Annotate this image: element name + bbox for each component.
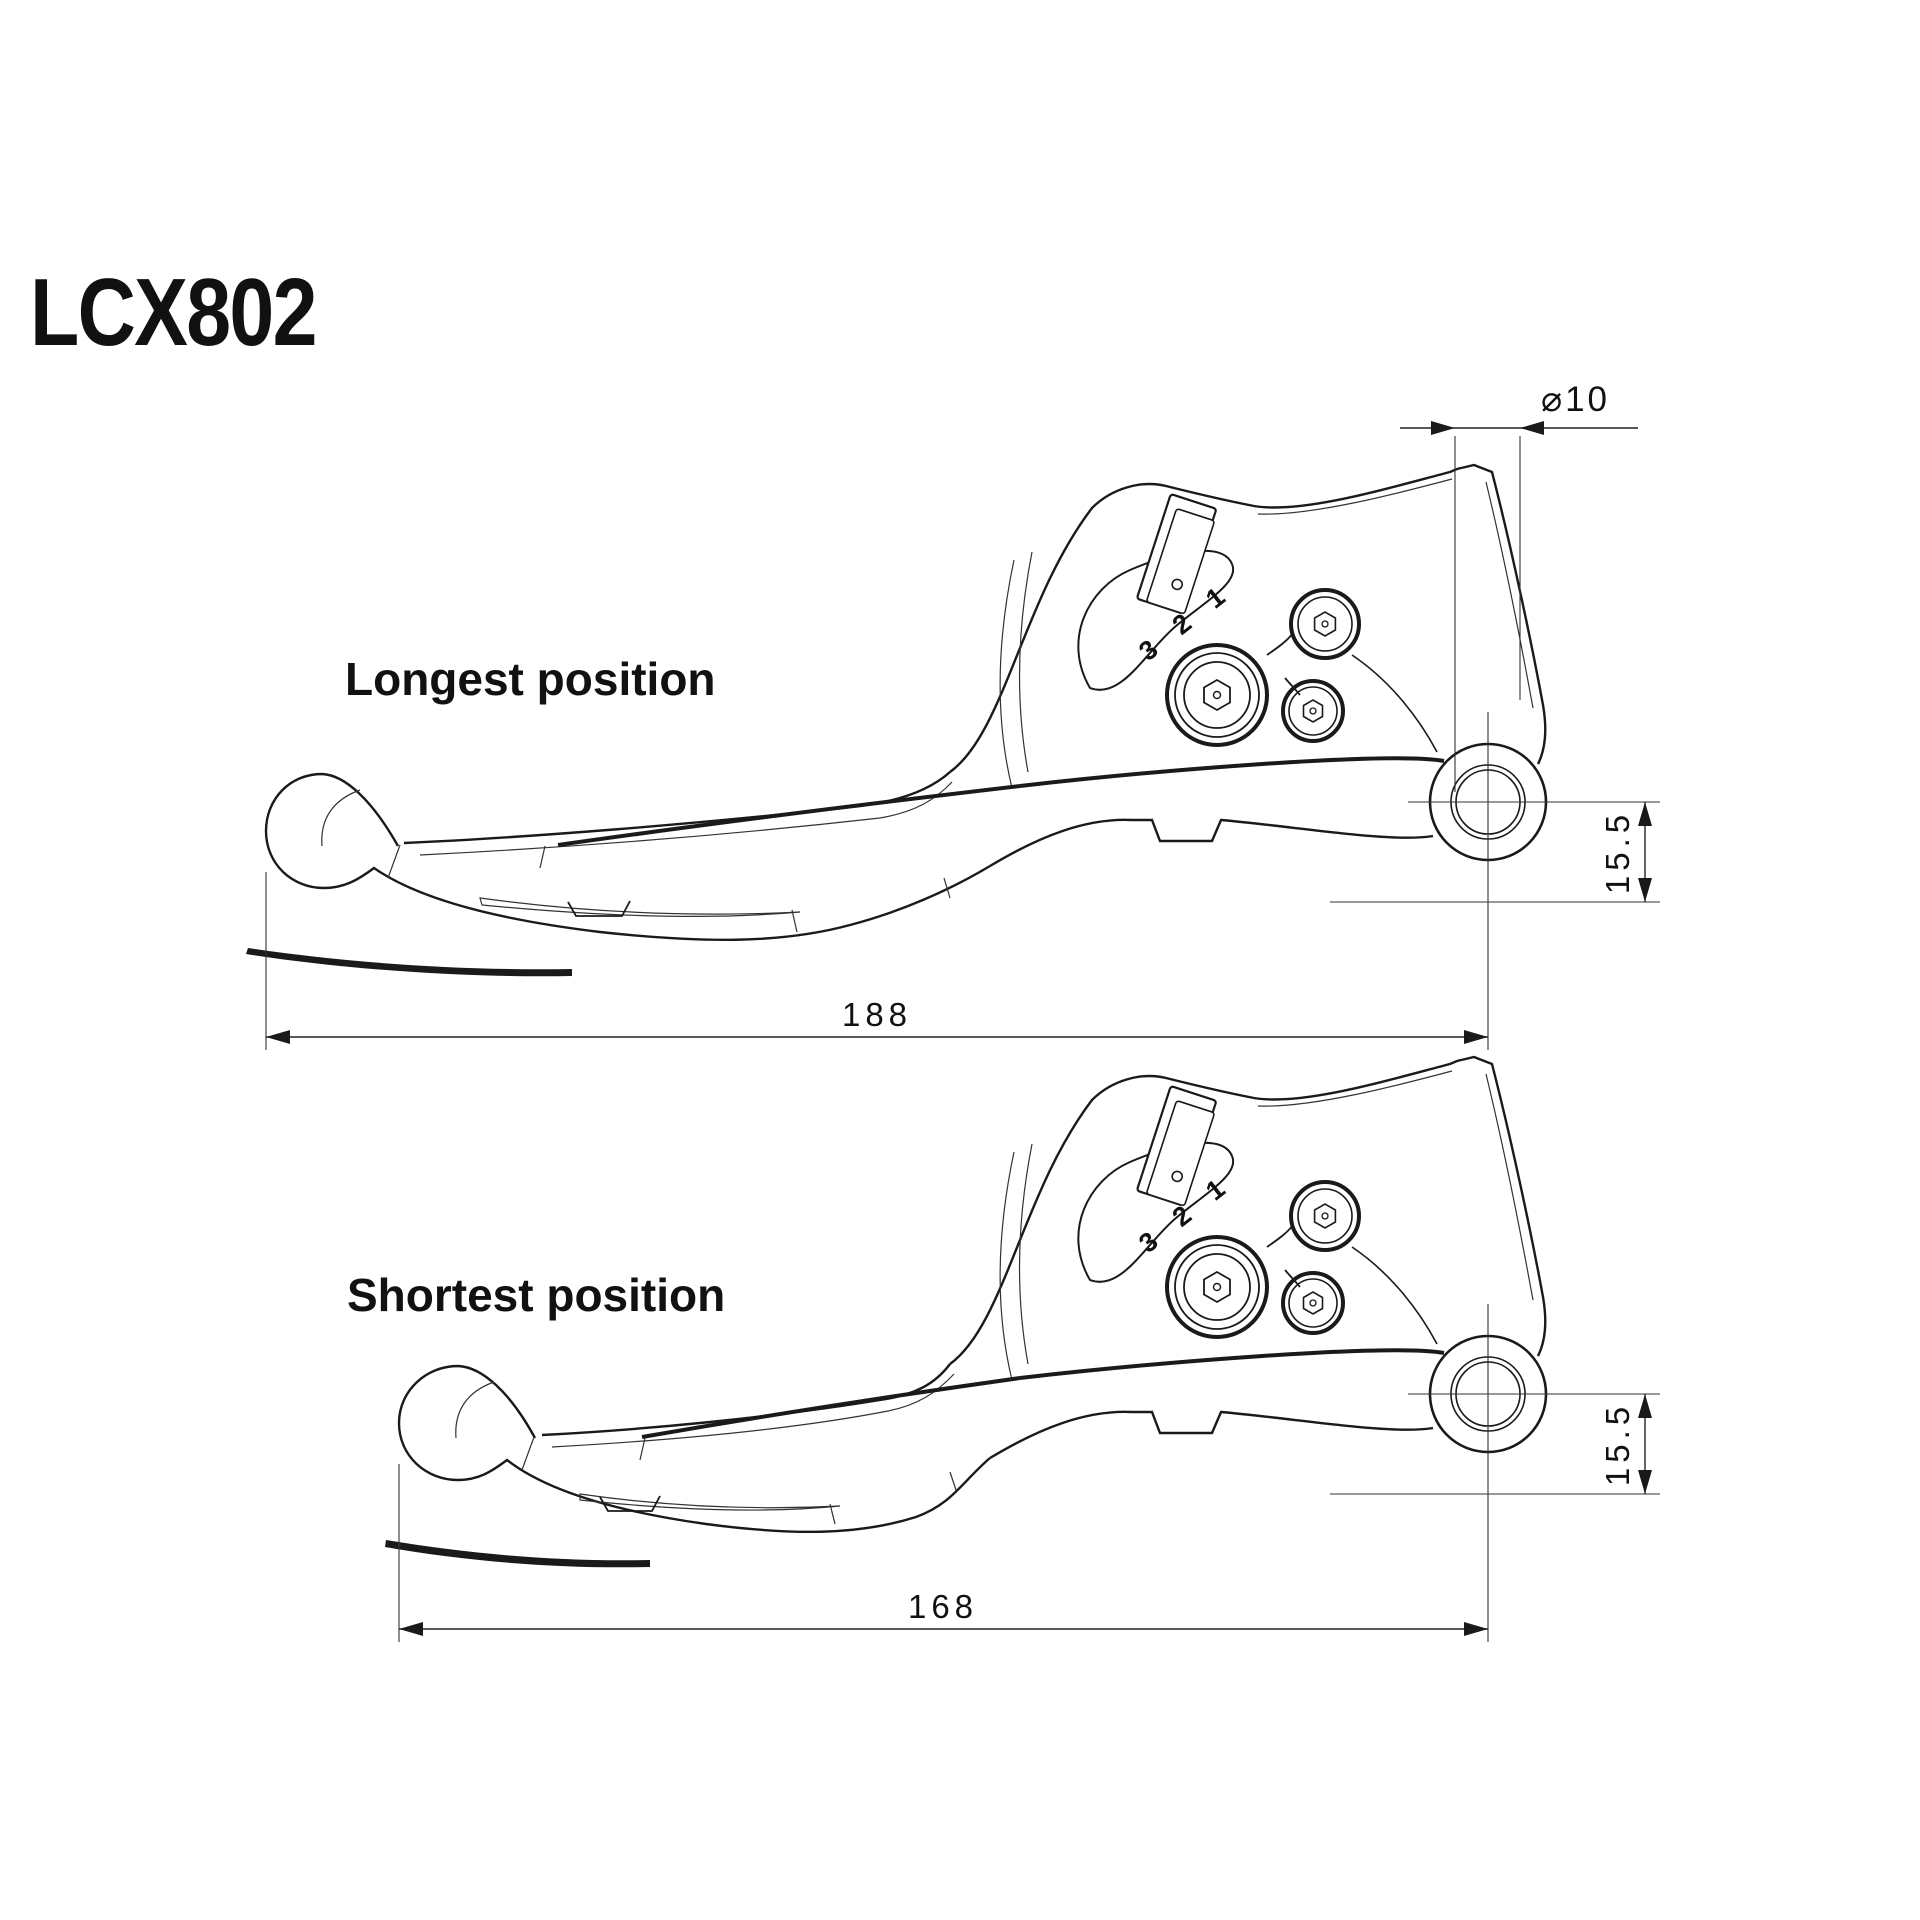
dim-pivot-offset-shortest: [1330, 1393, 1660, 1495]
blade-bump-longest: [567, 900, 631, 917]
blade-tick-3-longest: [943, 877, 951, 899]
dimension-length-shortest: 168: [907, 1588, 979, 1625]
arrow: [1464, 1030, 1488, 1044]
neck-crease-shortest: [521, 1436, 535, 1471]
arrow: [1431, 421, 1455, 435]
lever-longest-drawing: 3 2 1: [246, 463, 1548, 977]
blade-top-edge-shortest: [541, 1363, 951, 1437]
label-longest-position: Longest position: [345, 653, 716, 705]
neck-crease-longest: [387, 844, 401, 879]
grip-under-wedge-shortest: [385, 1540, 650, 1568]
blade-top-edge-longest: [403, 771, 951, 845]
blade-slot-lens-shortest: [579, 1493, 841, 1511]
blade-top-inner-line-longest: [419, 781, 953, 856]
blade-slot-lens-longest: [479, 897, 801, 918]
knob-inner-arc-shortest: [455, 1381, 495, 1439]
arrow: [1638, 1470, 1652, 1494]
arrow: [1638, 878, 1652, 902]
blade-tick-3-shortest: [949, 1471, 957, 1491]
blade-tick-2-shortest: [829, 1503, 836, 1525]
blade-top-inner-line-shortest: [551, 1373, 955, 1448]
dim-length-shortest: [398, 1304, 1489, 1642]
blade-bump-shortest: [599, 1495, 661, 1512]
dimension-length-longest: 188: [841, 996, 913, 1033]
blade-outline-longest: [264, 772, 991, 942]
label-shortest-position: Shortest position: [347, 1269, 726, 1321]
dim-length-longest: [265, 712, 1489, 1050]
blade-tick-1-longest: [539, 845, 546, 869]
grip-under-wedge-longest: [246, 948, 572, 977]
arrow: [1638, 802, 1652, 826]
blade-outline-shortest: [397, 1364, 991, 1534]
dim-pivot-offset-longest: [1330, 801, 1660, 903]
arrow: [399, 1622, 423, 1636]
page-title: LCX802: [30, 259, 317, 366]
knob-inner-arc-longest: [321, 789, 361, 847]
lever-shortest-drawing: 3 2 1: [385, 1055, 1548, 1568]
blade-edge-stripe-longest: [557, 784, 1021, 847]
arrow: [1520, 421, 1544, 435]
dim-clamp-bore: [1400, 421, 1638, 792]
blade-tick-2-longest: [791, 909, 798, 933]
arrow: [1464, 1622, 1488, 1636]
blade-edge-stripe-shortest: [641, 1376, 1021, 1439]
arrow: [1638, 1394, 1652, 1418]
arrow: [266, 1030, 290, 1044]
dimension-clamp-diameter: ⌀10: [1541, 380, 1611, 419]
dimension-lines: [265, 421, 1660, 1642]
blade-tick-1-shortest: [639, 1437, 646, 1461]
